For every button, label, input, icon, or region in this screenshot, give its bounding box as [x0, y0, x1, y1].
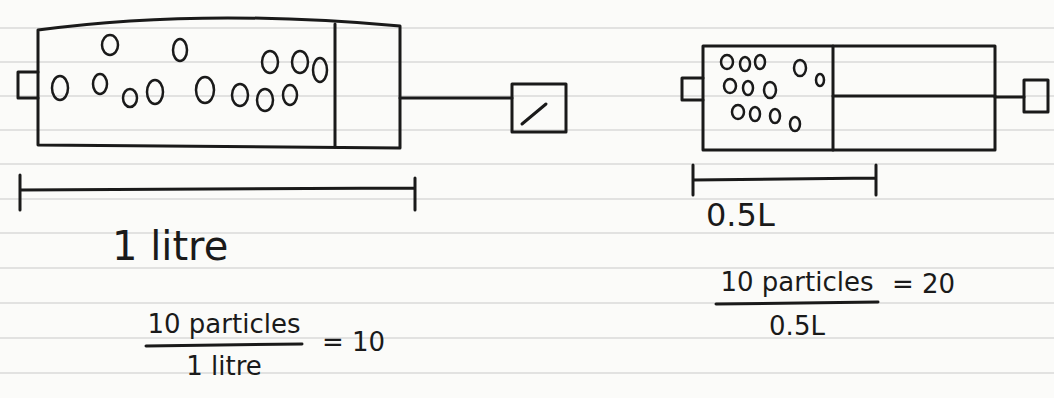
- syringe-barrel: [703, 46, 995, 150]
- particle: [262, 51, 278, 73]
- particle: [721, 55, 733, 69]
- particle: [764, 82, 776, 98]
- dimension-bracket: [20, 175, 415, 210]
- handwritten-label: = 10: [322, 328, 385, 357]
- plunger-handle: [1024, 80, 1048, 112]
- particle: [52, 76, 68, 100]
- particle: [196, 77, 214, 103]
- particle: [313, 58, 327, 82]
- plunger-handle: [522, 104, 546, 124]
- particle: [123, 89, 137, 107]
- plunger-rod: [400, 97, 512, 100]
- syringe-nozzle: [18, 72, 38, 98]
- handwritten-label: = 20: [892, 270, 955, 299]
- particle: [816, 74, 824, 86]
- particle: [283, 85, 297, 105]
- handwritten-label: 10 particles: [721, 268, 874, 297]
- particle: [770, 109, 780, 123]
- fraction-bar: [716, 302, 878, 304]
- particle: [794, 60, 806, 76]
- particle: [743, 81, 753, 95]
- particle: [750, 107, 760, 121]
- particle: [102, 35, 118, 55]
- particle: [740, 57, 750, 71]
- handwritten-label: 1 litre: [112, 224, 228, 268]
- particle: [232, 84, 248, 106]
- ruled-lines: [0, 28, 1054, 373]
- particle: [173, 39, 187, 61]
- handwritten-label: 10 particles: [148, 310, 301, 339]
- plunger-head: [334, 24, 337, 147]
- particle: [755, 55, 765, 69]
- fraction-bar: [146, 344, 302, 346]
- dimension-bracket: [693, 165, 876, 195]
- handwritten-label: 0.5L: [769, 312, 825, 341]
- syringe-nozzle: [682, 78, 703, 100]
- particle: [93, 74, 107, 94]
- particle: [790, 117, 800, 131]
- particle: [732, 105, 744, 119]
- particles: [52, 35, 824, 131]
- handwritten-label: 0.5L: [706, 198, 775, 233]
- plunger-rod: [995, 96, 1024, 99]
- handwritten-label: 1 litre: [186, 352, 262, 381]
- syringe-barrel: [38, 18, 400, 148]
- plunger-head: [832, 46, 835, 150]
- plunger-handle: [512, 84, 566, 132]
- particle: [147, 80, 163, 104]
- particle: [257, 89, 273, 111]
- particle: [724, 79, 736, 93]
- plunger-rod: [833, 95, 995, 98]
- particle: [292, 51, 308, 73]
